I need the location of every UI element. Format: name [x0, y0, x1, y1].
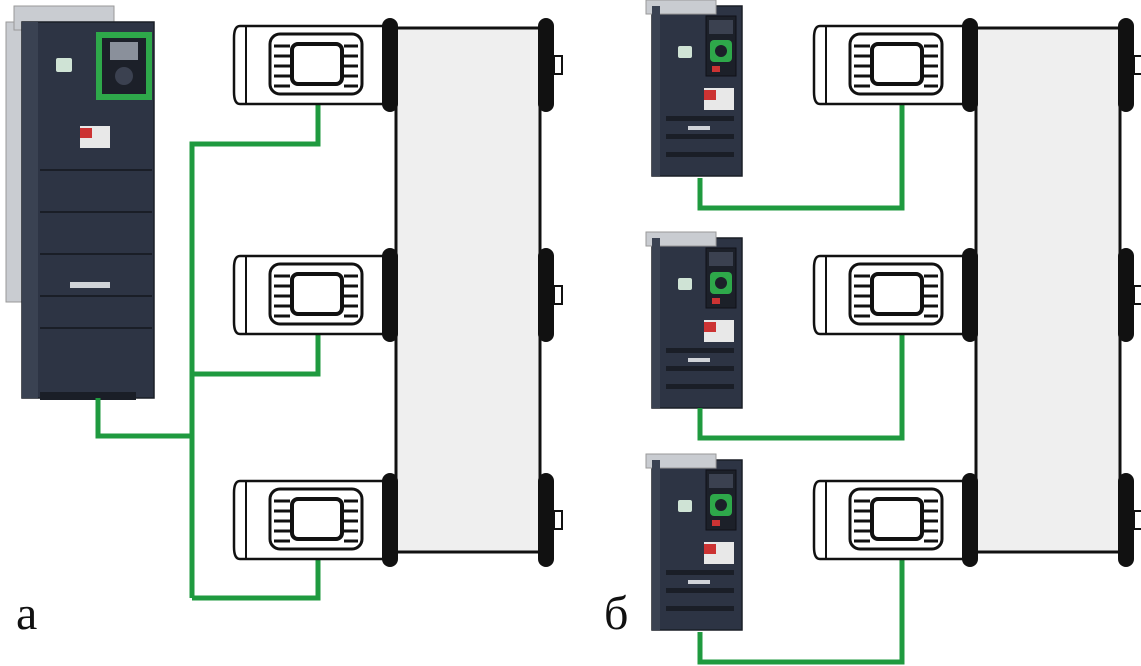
- roller-b1: [1117, 17, 1141, 113]
- roller-a2: [537, 247, 563, 343]
- motor-a3: [232, 471, 400, 569]
- motor-b3: [812, 471, 980, 569]
- small-drive-b3: [645, 453, 743, 631]
- motor-b2: [812, 246, 980, 344]
- roller-b3: [1117, 472, 1141, 568]
- scheme-a: [5, 5, 563, 601]
- conveyor-b: [974, 26, 1122, 554]
- caption-a: а: [16, 587, 38, 640]
- cable-a: [95, 90, 321, 601]
- small-drive-b1: [645, 0, 743, 177]
- motor-a2: [232, 246, 400, 344]
- cable-b: [697, 90, 905, 665]
- caption-b: б: [604, 587, 629, 640]
- small-drive-b2: [645, 231, 743, 409]
- motor-a1: [232, 16, 400, 114]
- large-drive-icon: [5, 5, 155, 400]
- motor-b1: [812, 16, 980, 114]
- conveyor-a: [394, 26, 542, 554]
- roller-a1: [537, 17, 563, 113]
- roller-b2: [1117, 247, 1141, 343]
- scheme-b: [645, 0, 1141, 665]
- roller-a3: [537, 472, 563, 568]
